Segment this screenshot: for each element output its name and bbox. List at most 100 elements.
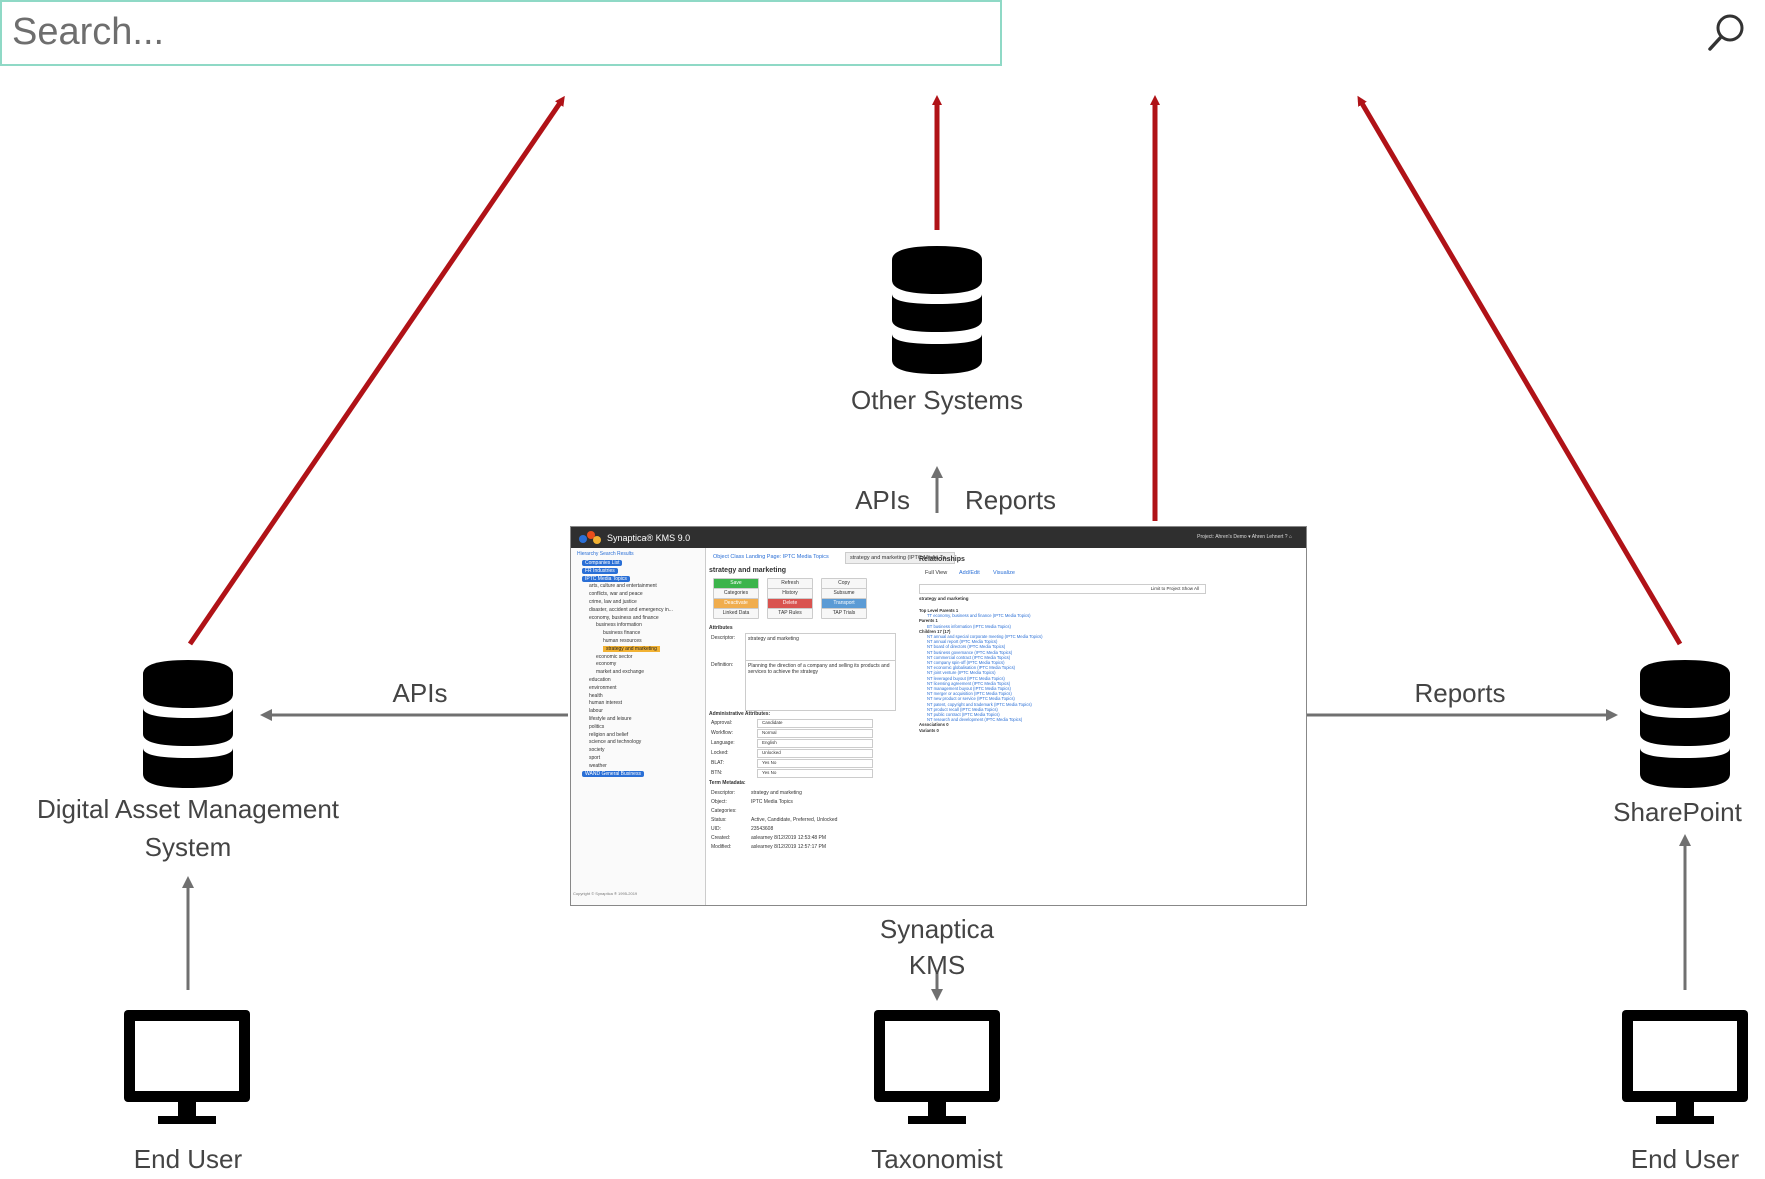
kms-copyright: Copyright © Synaptica ® 1995-2019 (573, 891, 638, 896)
kms-tree-item-label: IPTC Media Topics (582, 575, 630, 582)
kms-meta-value: IPTC Media Topics (751, 799, 793, 805)
kms-rel-filter[interactable]: Limit to Project Show All (1150, 586, 1199, 591)
kms-rel-link[interactable]: NT company spin-off (IPTC Media Topics) (927, 660, 1005, 665)
kms-tree-item[interactable]: lifestyle and leisure (589, 716, 632, 723)
kms-meta-value: Active, Candidate, Preferred, Unlocked (751, 817, 838, 823)
kms-tree-item[interactable]: religion and belief (589, 732, 628, 739)
kms-tree-item-label: strategy and marketing (603, 645, 660, 652)
kms-rel-link[interactable]: NT economic globalisation (IPTC Media To… (927, 665, 1016, 671)
kms-rel-tab[interactable]: Add/Edit (959, 570, 980, 576)
kms-tree-item[interactable]: labour (589, 708, 603, 715)
kms-rel-link[interactable]: NT commercial contract (IPTC Media Topic… (927, 654, 1011, 660)
monitor-icon (874, 1010, 1000, 1124)
kms-tree-item-label: economy, business and finance (589, 614, 659, 621)
kms-tree-item[interactable]: IPTC Media Topics (582, 575, 630, 583)
kms-tree-item[interactable]: business information (596, 622, 642, 629)
kms-admin-select[interactable]: Candidate (757, 719, 873, 728)
kms-tree-item-label: labour (589, 708, 603, 715)
kms-tree-item[interactable]: economy (596, 661, 616, 668)
other-systems-label: Other Systems (851, 385, 1023, 415)
kms-admin-select[interactable]: English (757, 739, 873, 748)
kms-tab-landing[interactable]: Object Class Landing Page: IPTC Media To… (713, 554, 829, 560)
kms-tree-item[interactable]: sport (589, 755, 600, 762)
kms-tree-item[interactable]: crime, law and justice (589, 599, 637, 606)
kms-rel-link[interactable]: NT research and development (IPTC Media … (927, 717, 1023, 723)
kms-descriptor-label: Descriptor: (711, 635, 736, 641)
search-bar (0, 0, 1744, 66)
kms-tree-item[interactable]: FR Industries (582, 567, 618, 575)
kms-rel-link[interactable]: BT business information (IPTC Media Topi… (927, 623, 1011, 629)
kms-tree-item[interactable]: environment (589, 685, 617, 692)
kms-action-button[interactable]: TAP Rules (767, 608, 813, 619)
kms-tree-item-label: Companies List (582, 560, 623, 566)
kms-rel-link[interactable]: NT merger or acquisition (IPTC Media Top… (927, 691, 1012, 697)
kms-rel-link[interactable]: NT joint venture (IPTC Media Topics) (927, 670, 996, 676)
kms-tree-item[interactable]: Companies List (582, 560, 623, 567)
kms-tree-item[interactable]: arts, culture and entertainment (589, 583, 657, 590)
search-input[interactable] (10, 8, 914, 56)
kms-tree-item[interactable]: politics (589, 724, 604, 731)
kms-rel-link[interactable]: NT board of directors (IPTC Media Topics… (927, 644, 1006, 650)
kms-relationships-pane: Relationships Full View Add/Edit Visualize… (915, 548, 1306, 905)
kms-rel-link[interactable]: NT annual and special corporate meeting … (927, 634, 1043, 639)
kms-meta-label: Descriptor: (711, 790, 736, 796)
kms-rel-link[interactable]: NT leveraged buyout (IPTC Media Topics) (927, 675, 1005, 681)
kms-rel-link[interactable]: NT new product or service (IPTC Media To… (927, 696, 1015, 702)
kms-rel-link[interactable]: NT management buyout (IPTC Media Topics) (927, 686, 1011, 691)
kms-tree-item-label: FR Industries (582, 567, 618, 574)
kms-tree-item[interactable]: weather (589, 763, 607, 770)
kms-admin-select[interactable]: Yes No (757, 759, 873, 768)
kms-tree-item-label: economy (596, 661, 617, 668)
database-icon (1640, 660, 1730, 788)
kms-rel-group-heading: Children 17 (17) (919, 628, 951, 634)
kms-term-title: strategy and marketing (709, 567, 787, 574)
kms-rel-link[interactable]: NT licensing agreement (IPTC Media Topic… (927, 680, 1011, 686)
kms-tree-item[interactable]: economic sector (596, 654, 632, 661)
dam-to-search-arrow (187, 95, 565, 646)
kms-tree-item[interactable]: human resources (603, 638, 642, 645)
kms-admin-select[interactable]: Normal (757, 729, 873, 738)
monitor-icon (1622, 1010, 1748, 1124)
kms-admin-select[interactable]: Unlocked (757, 749, 873, 758)
kms-tree-item[interactable]: disaster, accident and emergency in... (589, 607, 673, 614)
kms-rel-tab[interactable]: Visualize (993, 570, 1015, 576)
kms-tab-term[interactable]: strategy and marketing (IPTC Media To... (845, 552, 956, 564)
kms-tree-item-label: sport (589, 755, 601, 761)
kms-descriptor-input[interactable]: strategy and marketing (745, 633, 896, 661)
kms-user-menu[interactable]: Project: Ahren's Demo ▾ Ahren Lehnert ? … (1197, 534, 1292, 540)
kms-tree-item[interactable]: business finance (603, 630, 640, 637)
kms-tree-item[interactable]: society (589, 747, 605, 754)
kms-rel-link[interactable]: NT public contract (IPTC Media Topics) (927, 712, 1000, 717)
kms-admin-heading: Administrative Attributes: (709, 711, 771, 717)
kms-tree-item[interactable]: conflicts, war and peace (589, 591, 643, 598)
kms-tree-tabs[interactable]: Hierarchy Search Results (577, 551, 634, 557)
kms-rel-link[interactable]: NT product recall (IPTC Media Topics) (927, 706, 998, 712)
kms-meta-value: aslearney 8/12/2019 12:53:48 PM (751, 835, 827, 841)
kms-tree-item-label: disaster, accident and emergency in... (589, 606, 673, 613)
kms-action-button[interactable]: Linked Data (713, 608, 759, 619)
kms-tree-item[interactable]: education (589, 677, 611, 684)
kms-rel-link[interactable]: NT annual report (IPTC Media Topics) (927, 639, 998, 645)
kms-tree-item[interactable]: health (589, 693, 603, 700)
kms-action-button[interactable]: TAP Trials (821, 608, 867, 619)
sharepoint-label: SharePoint (1613, 797, 1742, 827)
kms-rel-tab[interactable]: Full View (925, 570, 948, 576)
kms-rel-link[interactable]: NT patent, copyright and trademark (IPTC… (927, 701, 1032, 707)
kms-tree-item[interactable]: market and exchange (596, 669, 644, 676)
kms-tree-item[interactable]: strategy and marketing (603, 645, 660, 653)
kms-tree-item-label: economic sector (596, 653, 633, 660)
kms-rel-link[interactable]: TT economy, business and finance (IPTC M… (927, 613, 1031, 619)
kms-relationships-heading: Relationships (919, 556, 965, 563)
kms-tree-item[interactable]: WAND General Business (582, 770, 644, 778)
kms-meta-label: UID: (711, 826, 721, 832)
kms-tree-item[interactable]: economy, business and finance (589, 615, 659, 622)
kms-definition-input[interactable]: Planning the direction of a company and … (745, 660, 896, 711)
kms-rel-link[interactable]: NT business governance (IPTC Media Topic… (927, 649, 1013, 655)
kms-admin-select[interactable]: Yes No (757, 769, 873, 778)
kms-definition-label: Definition: (711, 662, 734, 668)
search-icon[interactable] (1703, 9, 1751, 57)
kms-tree-item-label: lifestyle and leisure (589, 716, 632, 722)
kms-tree-item[interactable]: science and technology (589, 739, 641, 746)
kms-tree-item[interactable]: human interest (589, 700, 622, 707)
